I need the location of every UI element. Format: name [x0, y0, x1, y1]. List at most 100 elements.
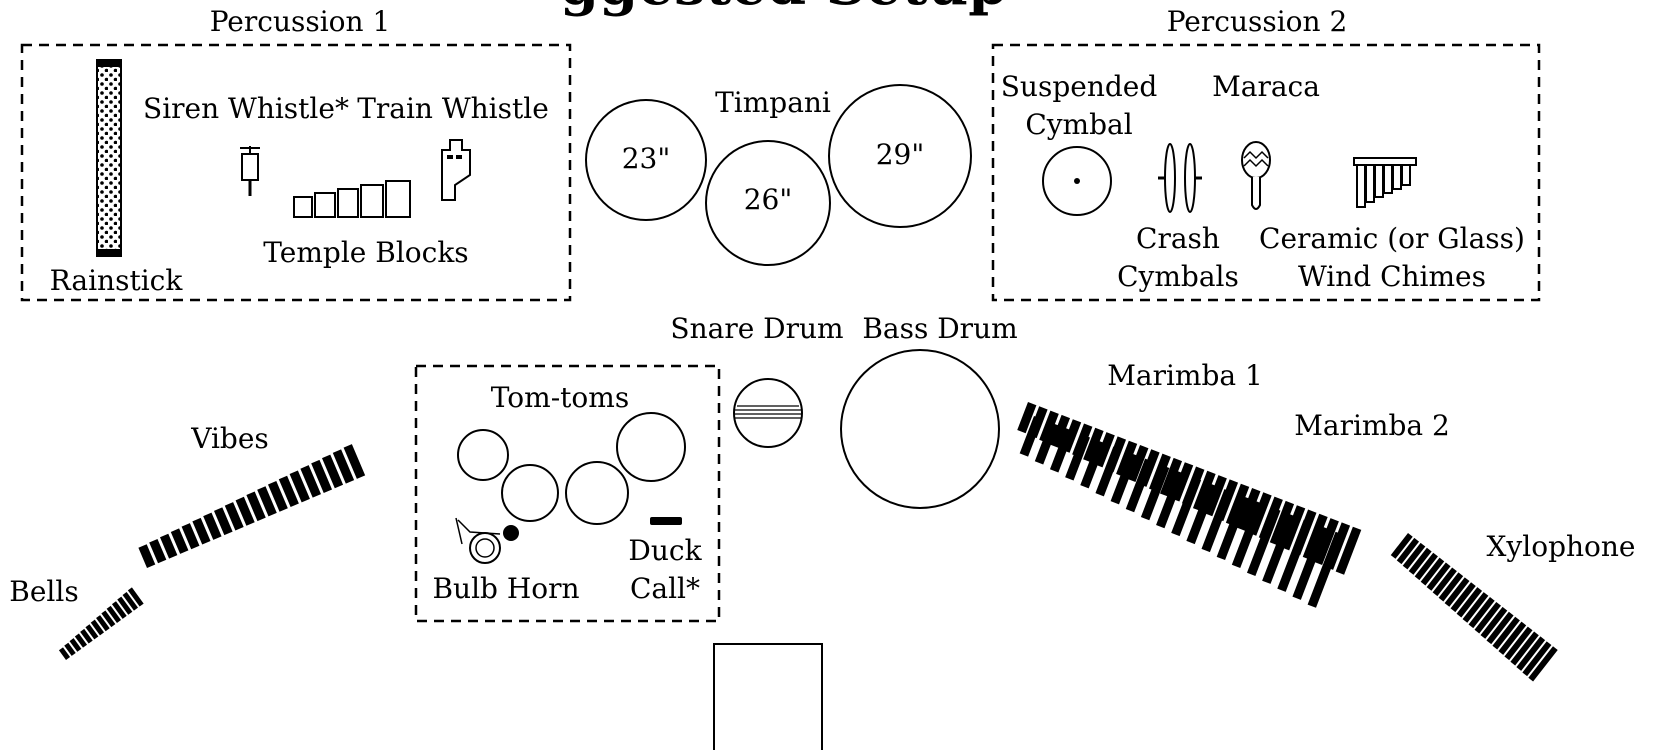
- keyboard-bar: [1140, 464, 1170, 521]
- label-temple-blocks: Temple Blocks: [263, 236, 468, 269]
- keyboard-bar: [203, 512, 222, 540]
- keyboard-bar: [1186, 483, 1217, 545]
- keyboard-bar: [1065, 434, 1091, 481]
- percussion-1-box: [20, 43, 572, 302]
- keyboard-bar: [1203, 475, 1227, 517]
- keyboard-bar: [1171, 476, 1202, 537]
- maraca-icon: [1241, 141, 1271, 210]
- keyboard-bar: [332, 449, 355, 484]
- keyboard-bar: [257, 486, 277, 517]
- label-vibes: Vibes: [190, 422, 269, 455]
- bells-icon: [58, 587, 144, 660]
- keyboard-bar: [1468, 597, 1495, 629]
- temple-blocks-icon: [293, 180, 411, 218]
- keyboard-bar: [69, 638, 82, 652]
- label-rainstick: Rainstick: [50, 264, 184, 297]
- keyboard-bar: [1510, 631, 1539, 666]
- tom-toms-box: [414, 364, 721, 623]
- keyboard-bar: [1127, 445, 1149, 483]
- label-xylophone: Xylophone: [1487, 530, 1636, 563]
- timpani-29-icon: [828, 84, 972, 228]
- keyboard-bar: [1462, 592, 1489, 623]
- keyboard-bar: [1201, 489, 1233, 553]
- page-title: ggested Setup: [560, 0, 1007, 18]
- keyboard-bar: [170, 528, 189, 554]
- keyboard-bar: [74, 633, 88, 648]
- keyboard-bar: [1504, 626, 1533, 661]
- vibes-icon: [138, 444, 366, 568]
- keyboard-bar: [311, 459, 333, 493]
- keyboard-bar: [1522, 641, 1552, 677]
- label-marimba-1: Marimba 1: [1107, 359, 1263, 392]
- keyboard-bar: [1307, 531, 1344, 608]
- conductor-podium: [713, 643, 823, 750]
- group-label-percussion-1: Percussion 1: [210, 5, 391, 38]
- timpani-26-icon: [705, 140, 831, 266]
- rainstick-icon: [96, 59, 122, 257]
- keyboard-bar: [58, 647, 71, 660]
- label-wind-chimes-line-2: Wind Chimes: [1298, 260, 1486, 293]
- keyboard-bar: [267, 480, 288, 512]
- group-label-percussion-2: Percussion 2: [1167, 5, 1348, 38]
- keyboard-bar: [1486, 611, 1514, 645]
- tom-toms-icon: [457, 412, 686, 525]
- label-maraca: Maraca: [1212, 70, 1320, 103]
- keyboard-bar: [1438, 572, 1464, 602]
- duck-call-icon: [650, 517, 682, 525]
- keyboard-bar: [1474, 601, 1501, 634]
- keyboard-bar: [160, 533, 178, 559]
- label-snare-drum: Snare Drum: [670, 312, 843, 345]
- keyboard-bar: [1444, 577, 1470, 607]
- keyboard-bar: [1302, 513, 1328, 561]
- keyboard-bar: [1390, 533, 1413, 559]
- label-crash-cymbals-line-1: Crash: [1136, 222, 1220, 255]
- keyboard-bar: [300, 465, 321, 498]
- keyboard-bar: [1420, 557, 1445, 586]
- keyboard-bar: [1408, 547, 1432, 575]
- label-tom-toms: Tom-toms: [491, 381, 629, 414]
- keyboard-bar: [1402, 542, 1426, 570]
- timpani-23-icon: [585, 99, 707, 221]
- keyboard-bar: [127, 587, 144, 607]
- keyboard-bar: [278, 475, 299, 508]
- keyboard-bar: [1034, 422, 1059, 465]
- keyboard-bar: [1017, 402, 1037, 434]
- keyboard-bar: [1159, 457, 1183, 497]
- keyboard-bar: [111, 601, 127, 619]
- keyboard-bar: [85, 624, 99, 640]
- bulb-horn-icon: [455, 517, 519, 564]
- crash-cymbals-icon: [1158, 143, 1202, 213]
- keyboard-bar: [80, 628, 93, 644]
- label-bells: Bells: [9, 575, 78, 608]
- keyboard-bar: [1292, 525, 1329, 600]
- keyboard-bar: [1125, 458, 1154, 513]
- keyboard-bar: [1049, 428, 1075, 473]
- keyboard-bar: [1083, 427, 1104, 463]
- label-duck-call-line-2: Call*: [630, 572, 700, 605]
- keyboard-bar: [106, 605, 122, 623]
- keyboard-bar: [1414, 552, 1438, 581]
- keyboard-bar: [1269, 500, 1295, 546]
- keyboard-bar: [122, 592, 139, 611]
- keyboard-bar: [246, 491, 266, 522]
- keyboard-bar: [1426, 562, 1451, 591]
- label-suspended-cymbal-line-2: Cymbal: [1025, 108, 1132, 141]
- keyboard-bar: [1313, 518, 1339, 565]
- keyboard-bar: [1050, 414, 1071, 448]
- keyboard-bar: [1498, 621, 1527, 655]
- keyboard-bar: [1216, 495, 1249, 561]
- wind-chimes-icon: [1353, 157, 1417, 208]
- label-train-whistle: Train Whistle: [357, 92, 549, 125]
- label-duck-call-line-1: Duck: [628, 534, 702, 567]
- keyboard-bar: [235, 496, 255, 526]
- label-bass-drum: Bass Drum: [862, 312, 1017, 345]
- keyboard-bar: [1262, 513, 1297, 584]
- keyboard-bar: [192, 517, 211, 545]
- keyboard-bar: [1335, 526, 1362, 575]
- keyboard-bar: [1456, 587, 1483, 618]
- keyboard-bar: [1156, 470, 1186, 529]
- keyboard-bar: [64, 642, 76, 656]
- label-bulb-horn: Bulb Horn: [432, 572, 579, 605]
- keyboard-bar: [321, 454, 344, 489]
